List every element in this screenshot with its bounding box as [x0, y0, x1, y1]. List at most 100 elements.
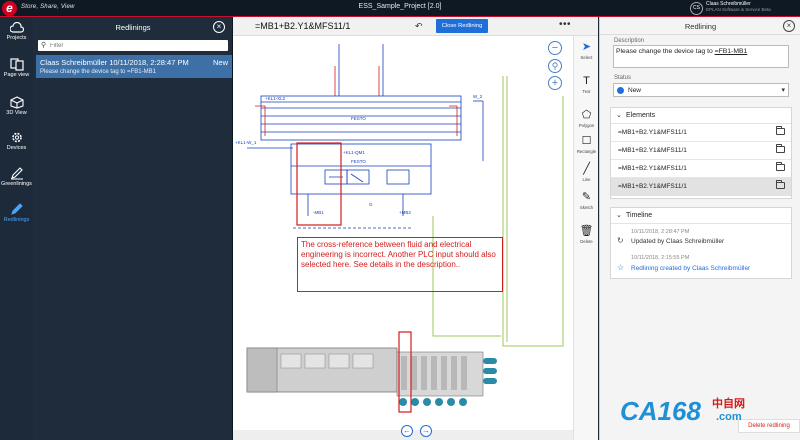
status-label: Status	[614, 75, 632, 81]
redlinings-panel: Redlinings × ⚲ Claas Schreibmüller 10/11…	[33, 17, 233, 440]
tool-label: Select	[580, 55, 593, 60]
drawing-label-kl2: +KL1-XL2	[265, 96, 286, 101]
star-icon: ☆	[617, 263, 625, 272]
more-options-icon[interactable]: •••	[559, 19, 572, 30]
status-select[interactable]: New ▾	[613, 83, 789, 97]
refresh-icon: ↻	[617, 236, 624, 245]
description-text: Please change the device tag to	[616, 48, 715, 55]
description-field[interactable]: Please change the device tag to =FB1-MB1	[613, 45, 789, 68]
timeline-entry[interactable]: Redlining created by Claas Schreibmüller	[631, 265, 751, 272]
nav-item-projects[interactable]: Projects	[0, 19, 33, 53]
drawing-label-g: G	[369, 202, 373, 207]
valve-symbols	[324, 169, 410, 185]
tool-select[interactable]: ➤ Select	[574, 38, 599, 68]
chevron-down-icon: ⌄	[616, 112, 622, 119]
folder-icon[interactable]	[776, 126, 785, 135]
cube-icon	[9, 96, 24, 109]
nav-item-3d-view[interactable]: 3D View	[0, 93, 33, 127]
details-title: Redlining	[684, 22, 717, 31]
tool-polygon[interactable]: ⬠ Polygon	[574, 106, 599, 136]
timeline-date: 10/11/2018, 2:15:55 PM	[631, 255, 690, 261]
elements-title: Elements	[626, 112, 656, 119]
nav-label: Page view	[3, 72, 30, 78]
delete-redlining-button[interactable]: Delete redlining	[738, 419, 800, 433]
redlining-description: Please change the device tag to =FB1-MB1	[40, 69, 156, 75]
zoom-out-icon[interactable]: −	[548, 41, 562, 55]
zoom-in-icon[interactable]: +	[548, 76, 562, 90]
element-tag: =MB1+B2.Y1&MFS11/1	[618, 129, 687, 136]
nav-label: Projects	[6, 35, 27, 41]
watermark-logo: CA168 中自网 .com	[620, 396, 745, 426]
cloud-icon	[9, 22, 24, 33]
drawing-label-w1: +KL1-W_1	[235, 140, 257, 145]
tool-palette: ➤ Select T Text ⬠ Polygon ☐ Rectangle ╱ …	[573, 36, 598, 440]
element-row[interactable]: =MB1+B2.Y1&MFS11/1	[611, 160, 791, 178]
description-device-tag: =FB1-MB1	[714, 48, 748, 55]
drawing-label-qm1: +KL1-QM1	[343, 150, 365, 155]
page-icon	[9, 58, 24, 71]
zoom-fit-icon[interactable]: ⚲	[548, 59, 562, 73]
status-value: New	[628, 87, 642, 94]
tool-sketch[interactable]: ✎ Sketch	[574, 188, 599, 218]
redlinings-title: Redlinings	[115, 23, 151, 32]
drawing-label-festo-1: FESTO	[351, 116, 366, 121]
user-info[interactable]: Claas Schreibmüller EPLAN Software & Ser…	[706, 1, 800, 13]
element-row[interactable]: =MB1+B2.Y1&MFS11/1	[611, 142, 791, 160]
timeline-header[interactable]: ⌄ Timeline	[611, 208, 791, 224]
nav-item-greenlinings[interactable]: Greenlinings	[0, 164, 33, 198]
elements-header[interactable]: ⌄ Elements	[611, 108, 791, 124]
folder-icon[interactable]	[776, 162, 785, 171]
redline-annotation[interactable]: The cross-reference between fluid and el…	[297, 237, 503, 292]
drawing-label-w2: W_2	[473, 94, 483, 99]
chevron-down-icon: ⌄	[616, 212, 622, 219]
drawing-label-mb2: +MB2	[399, 210, 411, 215]
filter-input[interactable]	[50, 40, 226, 51]
drawing-canvas[interactable]: =MB1+B2.Y1&MFS11/1 ↶ Close Redlining •••	[233, 17, 598, 440]
folder-icon[interactable]	[776, 144, 785, 153]
close-icon[interactable]: ×	[783, 20, 795, 32]
next-page-icon[interactable]: →	[420, 425, 432, 437]
canvas-toolbar: =MB1+B2.Y1&MFS11/1 ↶ Close Redlining •••	[233, 17, 598, 36]
tool-delete[interactable]: 🗑 Delete	[574, 222, 599, 252]
nav-label: Greenlinings	[1, 181, 32, 187]
redlining-list-item[interactable]: Claas Schreibmüller 10/11/2018, 2:28:47 …	[36, 55, 232, 78]
tool-line[interactable]: ╱ Line	[574, 160, 599, 190]
pen-icon	[10, 167, 23, 180]
timeline-title: Timeline	[626, 212, 653, 219]
redline-box[interactable]	[296, 142, 342, 226]
gear-icon	[11, 132, 22, 143]
close-icon[interactable]: ×	[213, 21, 225, 33]
folder-icon[interactable]	[776, 180, 785, 189]
nav-item-page-view[interactable]: Page view	[0, 55, 33, 89]
user-name: Claas Schreibmüller	[706, 1, 751, 7]
document-title: ESS_Sample_Project [2.0]	[358, 3, 442, 10]
element-tag: =MB1+B2.Y1&MFS11/1	[618, 165, 687, 172]
drawing-label-festo-2: FESTO	[351, 159, 366, 164]
nav-item-redlinings[interactable]: Redlinings	[0, 200, 33, 234]
tool-rectangle[interactable]: ☐ Rectangle	[574, 132, 599, 162]
polygon-icon: ⬠	[581, 109, 592, 121]
user-avatar[interactable]: CS	[690, 2, 703, 15]
element-row[interactable]: =MB1+B2.Y1&MFS11/1	[611, 178, 791, 196]
nav-item-devices[interactable]: Devices	[0, 128, 33, 162]
eplan-logo[interactable]: e	[2, 1, 17, 16]
tool-label: Polygon	[578, 123, 595, 128]
previous-page-icon[interactable]: ←	[401, 425, 413, 437]
timeline-card: ⌄ Timeline 10/11/2018, 2:28:47 PM ↻ Upda…	[610, 207, 792, 279]
undo-icon[interactable]: ↶	[415, 21, 423, 31]
status-dot-icon	[617, 87, 624, 94]
filter-box: ⚲	[38, 40, 228, 51]
device-tag-title: =MB1+B2.Y1&MFS11/1	[255, 21, 351, 31]
text-icon: T	[583, 75, 590, 87]
tool-text[interactable]: T Text	[574, 72, 599, 102]
close-redlining-button[interactable]: Close Redlining	[436, 19, 488, 33]
element-row[interactable]: =MB1+B2.Y1&MFS11/1	[611, 124, 791, 142]
tool-label: Line	[582, 177, 591, 182]
rectangle-icon: ☐	[581, 135, 592, 147]
redlining-details-panel: Redlining × Description Please change th…	[599, 17, 800, 440]
schematic-drawing[interactable]: FESTO FESTO +KL1-QM1 +KL1-XL2 +KL1-W_1 W…	[233, 36, 573, 430]
redlining-author-date: Claas Schreibmüller 10/11/2018, 2:28:47 …	[40, 58, 189, 67]
red-wires	[255, 66, 458, 136]
element-tag: =MB1+B2.Y1&MFS11/1	[618, 183, 687, 190]
valve-terminal-image	[246, 331, 497, 413]
